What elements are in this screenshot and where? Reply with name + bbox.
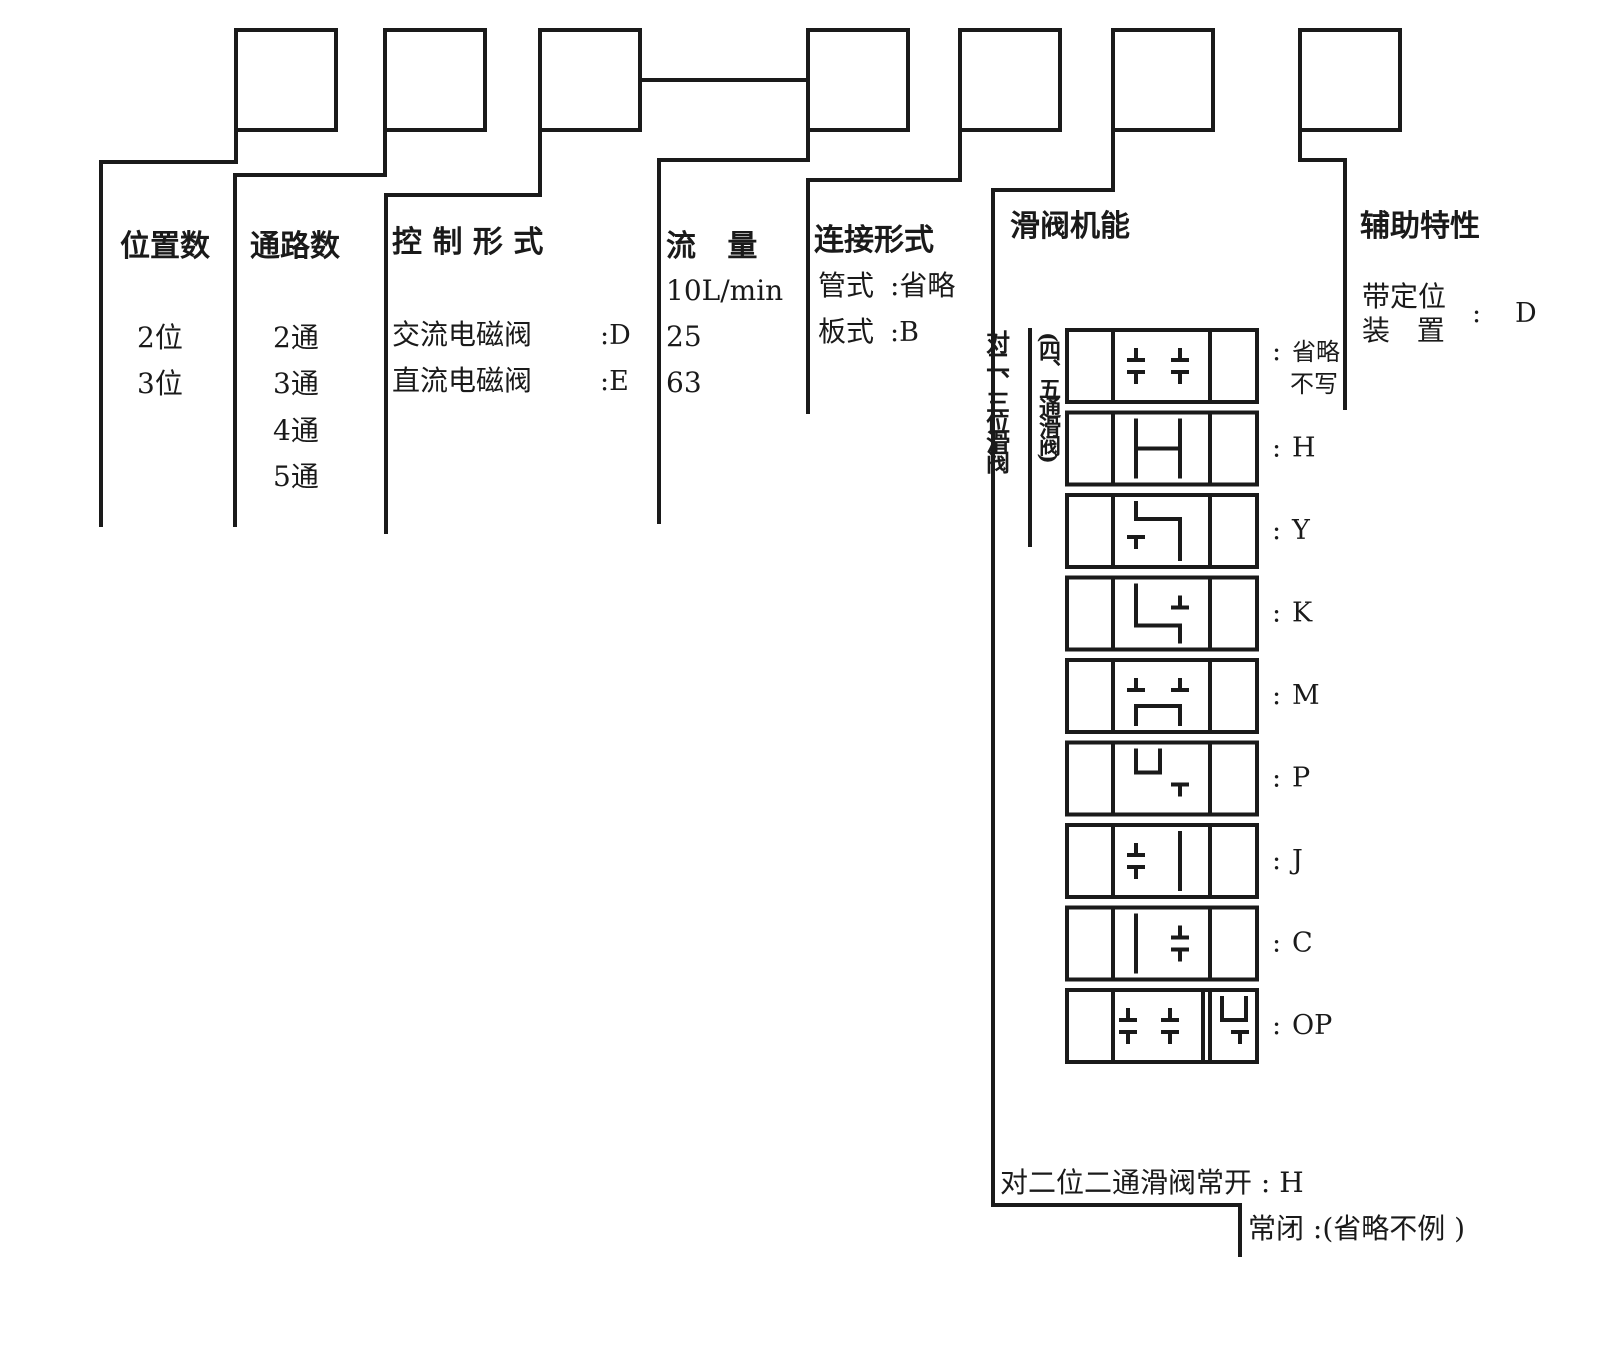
spool-code-colon: :: [1272, 763, 1281, 794]
code-box-auxiliary: [1298, 28, 1402, 132]
spool-J-symbol-icon: [1127, 831, 1182, 891]
control-item-label: 交流电磁阀: [392, 318, 532, 351]
spool-code-label: H: [1292, 433, 1316, 464]
spool-symbol-frame: [1065, 328, 1259, 404]
spool-side-label: 对二、三位滑阀: [982, 330, 1011, 475]
leader-auxiliary: [1298, 128, 1347, 410]
code-box-flow: [806, 28, 910, 132]
spool-code-colon: :: [1272, 928, 1281, 959]
positions-item: 3位: [137, 367, 183, 400]
spool-Y-symbol-icon: [1127, 501, 1182, 561]
spool-code-label: 省略: [1292, 338, 1340, 366]
spool-code-colon: :: [1272, 1010, 1281, 1041]
leader-positions: [99, 128, 238, 527]
control-item-code: :D: [600, 320, 631, 351]
leader-connection: [806, 128, 962, 414]
flow-item: 63: [666, 366, 702, 399]
spool-code-label: P: [1292, 763, 1310, 794]
spool-code-colon: :: [1272, 515, 1281, 546]
spool-P-symbol-icon: [1134, 748, 1189, 797]
spool-symbol-frame: [1065, 575, 1259, 652]
spool-code-colon: :: [1272, 680, 1281, 711]
spool-C-symbol-icon: [1134, 913, 1189, 974]
connection-item-code: :省略: [890, 269, 955, 302]
spool-code-label: K: [1292, 598, 1313, 629]
spool-symbol-frame: [1065, 740, 1259, 817]
spool-function-row: :C: [1065, 905, 1313, 982]
code-box-ways: [383, 28, 487, 132]
spool-title: 滑阀机能: [1010, 209, 1130, 244]
leader-ways: [233, 128, 387, 527]
leader-spool: [991, 128, 1242, 1257]
spool-function-row: :H: [1065, 410, 1316, 487]
connection-item-code: :B: [890, 317, 919, 348]
ways-item: 4通: [273, 414, 319, 447]
leader-control: [384, 128, 542, 534]
spool-function-row: :K: [1065, 575, 1313, 652]
spool-function-row: :P: [1065, 740, 1310, 817]
connection-item-label: 板式: [818, 315, 874, 348]
spool-code-label: M: [1292, 680, 1320, 711]
spool-code-label: OP: [1292, 1010, 1332, 1041]
spool-OP-symbol-icon: [1119, 996, 1249, 1044]
spool-function-row: :J: [1065, 823, 1303, 899]
spool-note-normally-closed: 常闭 :(省略不例 ): [1248, 1212, 1465, 1245]
spool-code-colon: :: [1272, 598, 1281, 629]
spool-H-symbol-icon: [1134, 418, 1182, 479]
leader-flow: [657, 128, 810, 524]
code-box-spool: [1111, 28, 1215, 132]
auxiliary-code: D: [1515, 298, 1537, 329]
control-item-label: 直流电磁阀: [392, 364, 532, 397]
spool-side-label-sub: (四、五通滑阀): [1035, 332, 1061, 462]
spool-symbol-frame: [1065, 658, 1259, 734]
code-box-positions: [234, 28, 338, 132]
spool-code-colon: :: [1272, 845, 1281, 876]
positions-title: 位置数: [120, 229, 211, 264]
spool-code-colon: :: [1272, 433, 1281, 464]
code-box-connection: [958, 28, 1062, 132]
spool-symbol-frame: [1065, 823, 1259, 899]
spool-function-row: :M: [1065, 658, 1320, 734]
spool-symbol-frame: [1065, 988, 1259, 1064]
spool-code-label-line2: 不写: [1290, 370, 1338, 398]
spool-function-row: :Y: [1065, 493, 1311, 569]
spool-note-normally-open: 对二位二通滑阀常开 : H: [1000, 1166, 1304, 1199]
ways-item: 2通: [273, 321, 319, 354]
auxiliary-item-line2: 装 置: [1362, 314, 1445, 347]
spool-code-label: Y: [1291, 515, 1311, 546]
flow-unit: 10L/min: [666, 274, 783, 307]
ways-item: 3通: [273, 367, 319, 400]
spool-code-colon: :: [1272, 336, 1281, 367]
auxiliary-title: 辅助特性: [1360, 209, 1480, 244]
connection-item-label: 管式: [818, 269, 874, 302]
flow-title: 流 量: [666, 229, 757, 264]
spool-symbol-frame: [1065, 905, 1259, 982]
connection-title: 连接形式: [814, 223, 934, 258]
flow-item: 25: [666, 320, 702, 353]
spool-code-label: J: [1289, 845, 1303, 876]
spool-K-symbol-icon: [1134, 583, 1189, 644]
spool-function-row: : OP: [1065, 988, 1332, 1064]
ways-title: 通路数: [250, 229, 341, 264]
spool-symbol-frame: [1065, 410, 1259, 487]
spool-default-symbol-icon: [1127, 348, 1189, 384]
positions-item: 2位: [137, 321, 183, 354]
ways-item: 5通: [273, 460, 319, 493]
spool-symbol-frame: [1065, 493, 1259, 569]
auxiliary-item-line1: 带定位: [1362, 280, 1446, 313]
control-item-code: :E: [600, 366, 629, 397]
spool-M-symbol-icon: [1127, 678, 1189, 726]
code-box-control: [538, 28, 642, 132]
control-title: 控 制 形 式: [392, 225, 543, 260]
spool-code-label: C: [1292, 928, 1313, 959]
auxiliary-colon: :: [1472, 298, 1481, 329]
